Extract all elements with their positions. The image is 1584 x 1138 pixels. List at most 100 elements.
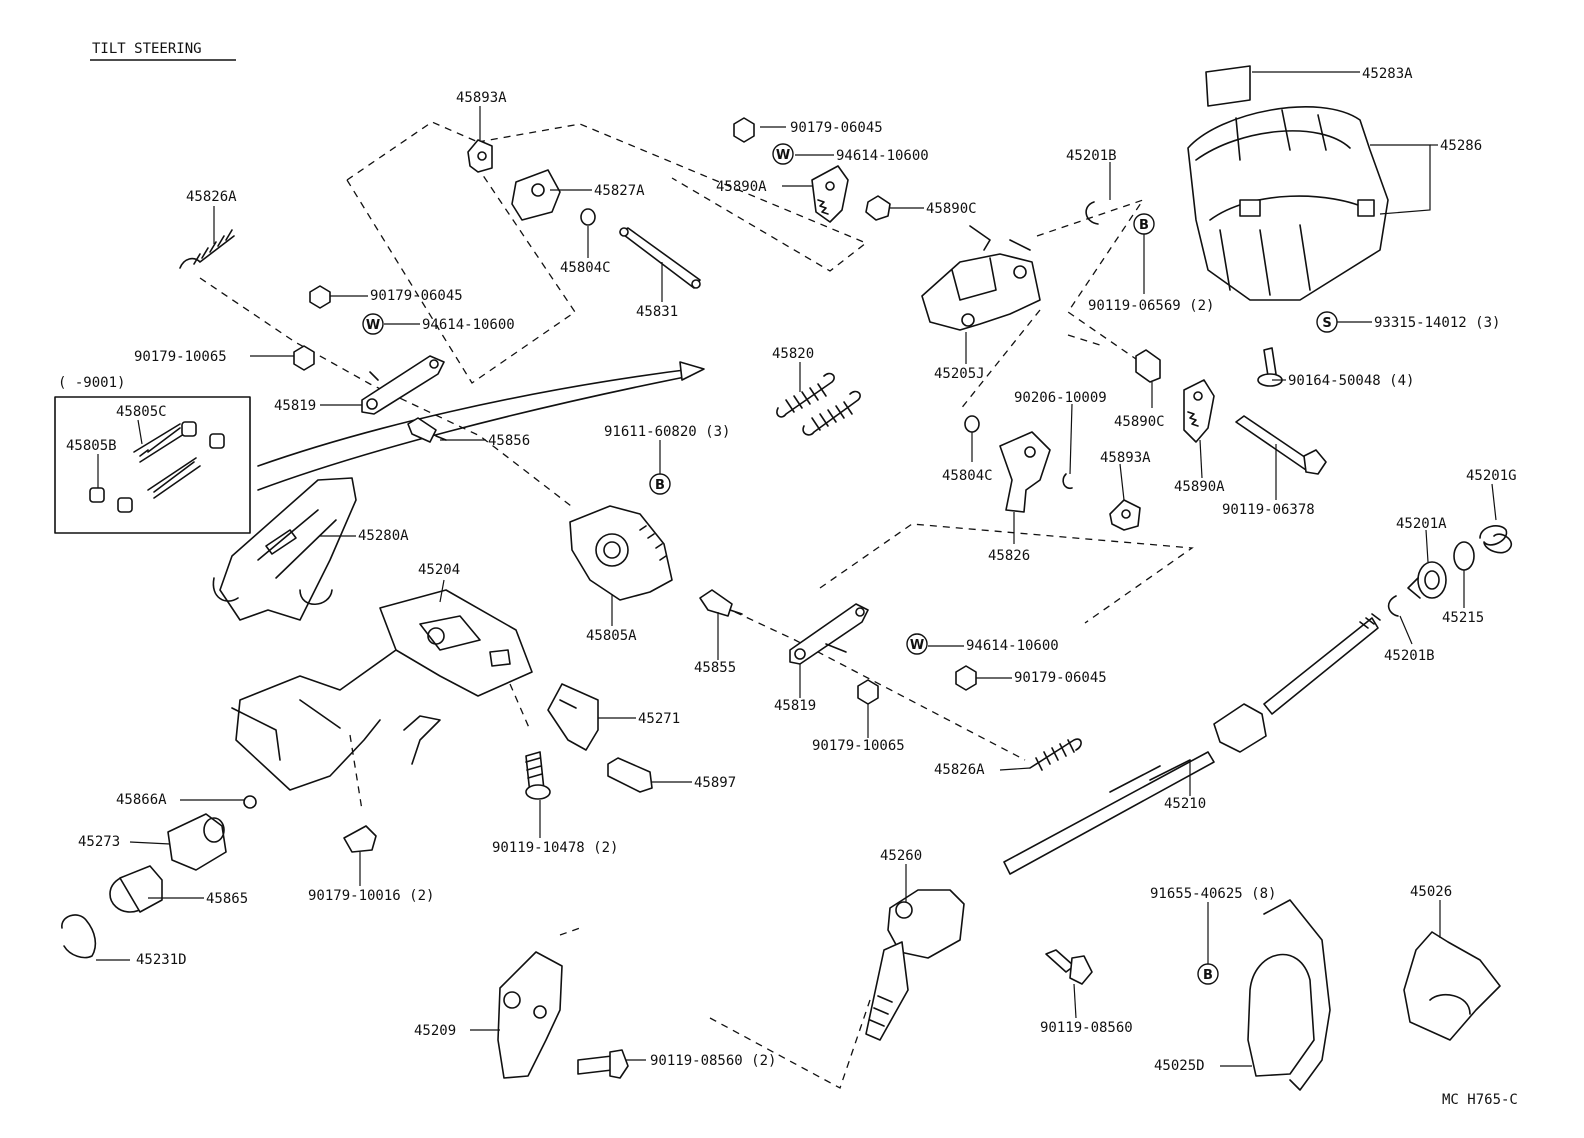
lever-45819-a-shape (361, 355, 445, 415)
label-45025D: 45025D (1154, 1058, 1205, 1074)
label-45831: 45831 (636, 304, 678, 320)
nut-45866A-shape (243, 795, 257, 809)
inset-label: ( -9001) (58, 375, 125, 391)
nut-90179-10016-shape (343, 825, 377, 853)
spring-45826A-b-shape (1029, 738, 1082, 771)
springs-45820-shape (776, 372, 861, 436)
label-45260: 45260 (880, 848, 922, 864)
pin-45897-shape (607, 757, 653, 793)
label-45201G: 45201G (1466, 468, 1517, 484)
label-45231D: 45231D (136, 952, 187, 968)
label-94614-10600-c: 94614-10600 (966, 638, 1059, 654)
spring-45201G-shape (1479, 525, 1513, 554)
label-94614-10600-a: 94614-10600 (836, 148, 929, 164)
grommet-45231D-shape (61, 914, 97, 959)
label-45286: 45286 (1440, 138, 1482, 154)
diagram-title: TILT STEERING (92, 41, 202, 57)
label-45804C-a: 45804C (560, 260, 611, 276)
svg-text:W: W (366, 318, 380, 333)
nut-90179-10065-a-shape (293, 345, 315, 371)
label-45855: 45855 (694, 660, 736, 676)
part-labels: 45283A 45286 45893A 45827A 90179-06045 9… (66, 66, 1517, 1074)
label-90206-10009: 90206-10009 (1014, 390, 1107, 406)
label-45201A: 45201A (1396, 516, 1447, 532)
bracket-45893A-top-shape (467, 139, 493, 173)
label-45826: 45826 (988, 548, 1030, 564)
bolt-90119-10478-shape (525, 751, 551, 800)
label-91655-40625: 91655-40625 (8) (1150, 886, 1276, 902)
label-45201B-a: 45201B (1066, 148, 1117, 164)
bracket-45280A-shape (212, 477, 357, 621)
label-45890A-a: 45890A (716, 179, 767, 195)
svg-text:B: B (1139, 218, 1149, 233)
bushing-45865-shape (109, 865, 163, 913)
assembly-dash-lines (199, 121, 1194, 1089)
reference-arrow (257, 361, 705, 491)
cover-45025D-shape (1247, 899, 1331, 1091)
inset-box: ( -9001) (54, 375, 251, 534)
bolt-90119-08560-b-shape (577, 1049, 629, 1079)
label-90179-10016: 90179-10016 (2) (308, 888, 434, 904)
nut-90179-10065-b-shape (857, 679, 879, 705)
shaft-45210-shape (1003, 613, 1381, 875)
label-45280A: 45280A (358, 528, 409, 544)
label-45866A: 45866A (116, 792, 167, 808)
clip-90206-10009-shape (1062, 473, 1073, 490)
svg-text:W: W (776, 148, 790, 163)
plate-45890A-a-shape (811, 165, 849, 223)
nut-45804C-b-shape (964, 415, 980, 433)
support-45205J-shape (921, 225, 1041, 331)
label-45865: 45865 (206, 891, 248, 907)
label-45209: 45209 (414, 1023, 456, 1039)
label-45856: 45856 (488, 433, 530, 449)
label-plate-shape (1205, 65, 1251, 107)
bolt-45855-shape (699, 589, 743, 617)
label-90179-06045-b: 90179-06045 (370, 288, 463, 304)
label-90179-06045-a: 90179-06045 (790, 120, 883, 136)
symbol-w-a: W (772, 143, 794, 165)
label-45827A: 45827A (594, 183, 645, 199)
label-45204: 45204 (418, 562, 460, 578)
label-90179-10065-b: 90179-10065 (812, 738, 905, 754)
nut-90179-06045-b-shape (309, 285, 331, 309)
joint-45260-shape (865, 889, 965, 1041)
cover-45026-shape (1403, 931, 1501, 1041)
label-45890A-b: 45890A (1174, 479, 1225, 495)
symbol-w-b: W (362, 313, 384, 335)
label-90179-06045-c: 90179-06045 (1014, 670, 1107, 686)
label-45271: 45271 (638, 711, 680, 727)
label-93315-14012: 93315-14012 (3) (1374, 315, 1500, 331)
bolt-90164-50048-shape (1257, 347, 1283, 387)
label-45205J: 45205J (934, 366, 985, 382)
bolt-90119-08560-a-shape (1045, 949, 1093, 985)
label-45210: 45210 (1164, 796, 1206, 812)
footer-code: MC H765-C (1442, 1092, 1518, 1108)
nut-90179-06045-a-shape (733, 117, 755, 143)
symbol-b-a: B (1133, 213, 1155, 235)
bolt-45890C-a-shape (865, 195, 891, 221)
joint-45209-shape (497, 951, 563, 1079)
leader-lines (96, 71, 1497, 1067)
bracket-45893A-b-shape (1109, 499, 1141, 531)
label-45897: 45897 (694, 775, 736, 791)
label-45826A-b: 45826A (934, 762, 985, 778)
label-45826A-a: 45826A (186, 189, 237, 205)
label-45804C-b: 45804C (942, 468, 993, 484)
lever-45819-b-shape (789, 603, 869, 665)
column-cover-shape (1187, 106, 1389, 301)
svg-text:S: S (1322, 316, 1331, 331)
label-45201B-b: 45201B (1384, 648, 1435, 664)
label-45215: 45215 (1442, 610, 1484, 626)
bearing-45201A-shape (1407, 561, 1447, 599)
label-45893A-b: 45893A (1100, 450, 1151, 466)
inset-parts-shape (89, 421, 225, 513)
plate-45827A-shape (511, 169, 561, 221)
clip-45201B-a-shape (1085, 201, 1099, 225)
symbol-b-b: B (649, 473, 671, 495)
housing-45805A-shape (569, 505, 673, 601)
bushing-45273-shape (167, 813, 227, 871)
label-45893A-top: 45893A (456, 90, 507, 106)
label-45890C-a: 45890C (926, 201, 977, 217)
label-45273: 45273 (78, 834, 120, 850)
